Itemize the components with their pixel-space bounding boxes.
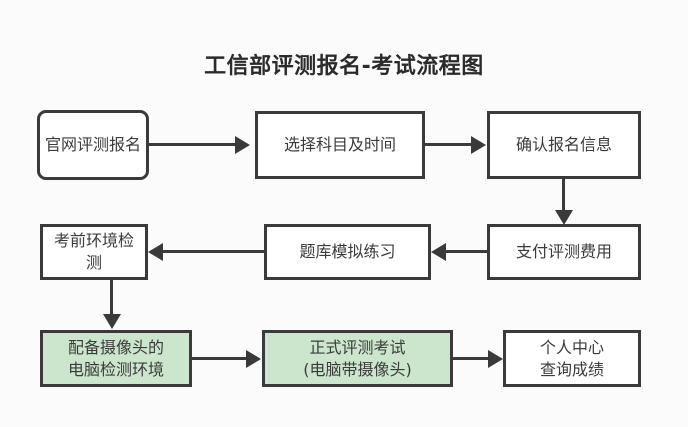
page-title: 工信部评测报名-考试流程图 xyxy=(204,54,484,79)
edge-line-n7-n8 xyxy=(192,357,247,360)
edge-line-n4-n5 xyxy=(446,250,487,253)
edge-line-n5-n6 xyxy=(163,250,264,253)
edge-line-n8-n9 xyxy=(453,357,489,360)
edge-arrowhead-n7-n8 xyxy=(246,350,261,368)
node-label: 题库模拟练习 xyxy=(299,242,396,262)
flow-node-guanwang-baoming[interactable]: 官网评测报名 xyxy=(37,110,149,180)
edge-line-n2-n3 xyxy=(425,143,473,146)
edge-arrowhead-n8-n9 xyxy=(488,350,503,368)
node-label: 支付评测费用 xyxy=(515,242,612,262)
flow-node-zhengshi-pingce-kaoshi[interactable]: 正式评测考试 (电脑带摄像头) xyxy=(262,330,453,387)
edge-line-n1-n2 xyxy=(149,143,235,146)
flow-node-peibei-shexiangtou-huanjing[interactable]: 配备摄像头的 电脑检测环境 xyxy=(40,330,192,387)
flow-node-xuanze-kemu-shijian[interactable]: 选择科目及时间 xyxy=(255,111,425,179)
flow-node-queren-baoming-xinxi[interactable]: 确认报名信息 xyxy=(487,111,641,179)
node-label: 正式评测考试 (电脑带摄像头) xyxy=(303,337,412,379)
node-label: 官网评测报名 xyxy=(44,135,141,155)
flow-node-tiku-moni-lianxi[interactable]: 题库模拟练习 xyxy=(264,224,431,280)
node-label: 选择科目及时间 xyxy=(283,135,396,155)
flow-node-zhifu-pingce-feiyong[interactable]: 支付评测费用 xyxy=(487,224,641,280)
flow-node-geren-zhongxin-chaxun-chengji[interactable]: 个人中心 查询成绩 xyxy=(503,330,641,387)
edge-arrowhead-n3-n4 xyxy=(555,210,573,225)
edge-arrowhead-n1-n2 xyxy=(235,136,250,154)
node-label: 考前环境检测 xyxy=(53,231,134,272)
node-label: 确认报名信息 xyxy=(515,135,612,155)
edge-line-n3-n4 xyxy=(562,179,565,213)
edge-arrowhead-n2-n3 xyxy=(471,136,486,154)
node-label: 配备摄像头的 电脑检测环境 xyxy=(67,337,164,379)
edge-line-n6-n7 xyxy=(110,280,113,317)
edge-arrowhead-n4-n5 xyxy=(431,243,446,261)
node-label: 个人中心 查询成绩 xyxy=(539,337,604,379)
edge-arrowhead-n6-n7 xyxy=(103,314,121,329)
edge-arrowhead-n5-n6 xyxy=(148,243,163,261)
flow-node-kaoqian-huanjing-jiance[interactable]: 考前环境检测 xyxy=(40,224,148,280)
